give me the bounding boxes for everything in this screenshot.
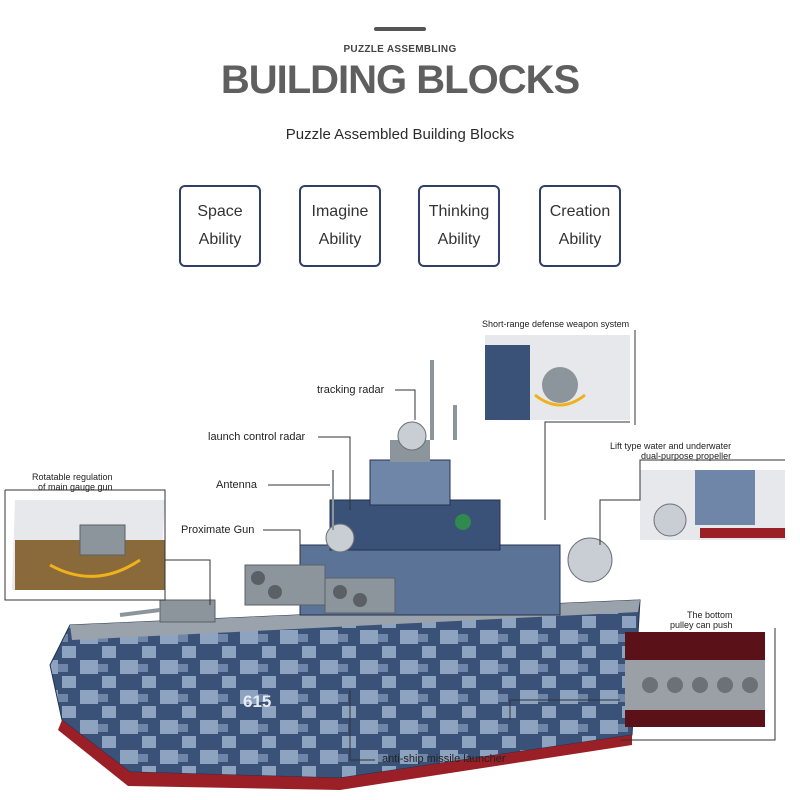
ability-line2: Ability	[318, 231, 362, 248]
callout-rotatable-line1: Rotatable regulation	[32, 472, 113, 482]
ability-line1: Thinking	[428, 203, 490, 220]
callout-lift-line1: Lift type water and underwater	[610, 441, 732, 451]
inset-bottom-pulley	[625, 632, 765, 727]
forward-gun	[119, 599, 216, 623]
missile-launcher	[244, 564, 396, 614]
callout-proximate-gun: Proximate Gun	[181, 524, 255, 536]
callout-lift-line2: dual-purpose propeller	[641, 451, 732, 461]
callout-antenna: Antenna	[216, 479, 257, 491]
ability-line2: Ability	[198, 231, 242, 248]
callout-lift-propeller: Lift type water and underwater dual-purp…	[610, 441, 731, 461]
ability-box-creation: Creation Ability	[539, 185, 621, 267]
callout-tracking-radar: tracking radar	[317, 384, 385, 396]
callout-anti-ship-missile: anti-ship missile launcher	[382, 753, 506, 765]
ability-box-thinking: Thinking Ability	[418, 185, 500, 267]
callout-short-range-defense: Short-range defense weapon system	[482, 319, 630, 329]
page-title: BUILDING BLOCKS	[220, 58, 580, 102]
ability-line1: Creation	[549, 203, 611, 220]
page-subtitle: Puzzle Assembled Building Blocks	[285, 126, 515, 143]
callout-launch-control-radar: launch control radar	[208, 431, 306, 443]
callout-rotatable-line2: of main gauge gun	[38, 482, 113, 492]
ability-box-imagine: Imagine Ability	[299, 185, 381, 267]
callout-pulley-line2: pulley can push	[670, 620, 733, 630]
hull-number: 615	[243, 692, 271, 711]
header-kicker: PUZZLE ASSEMBLING	[343, 44, 457, 55]
inset-main-gun	[12, 500, 165, 590]
ability-line2: Ability	[437, 231, 481, 248]
leader-lines	[4, 330, 785, 761]
ship-hull	[49, 599, 641, 790]
inset-propeller	[640, 470, 785, 540]
inset-short-range-defense	[485, 335, 630, 420]
ability-box-space: Space Ability	[179, 185, 261, 267]
ability-line2: Ability	[558, 231, 602, 248]
ability-line1: Space	[197, 203, 243, 220]
callout-bottom-pulley: The bottom pulley can push	[670, 610, 733, 630]
ability-line1: Imagine	[311, 203, 369, 220]
callout-rotatable-gun: Rotatable regulation of main gauge gun	[32, 472, 113, 492]
callout-pulley-line1: The bottom	[687, 610, 733, 620]
header-accent-bar	[374, 27, 426, 31]
propeller	[567, 537, 613, 583]
